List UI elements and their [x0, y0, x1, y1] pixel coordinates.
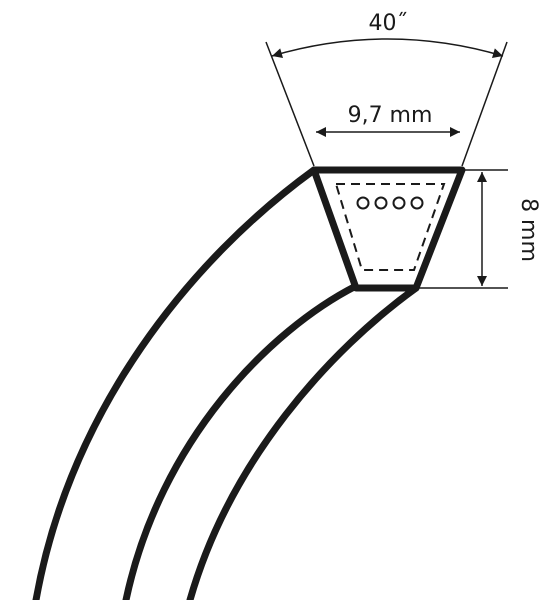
- belt-outer-edge: [32, 166, 318, 600]
- belt-inner-edge-right: [186, 284, 420, 600]
- top-width-label: 9,7 mm: [348, 103, 433, 128]
- cord-circle-icon: [392, 196, 406, 210]
- angle-dimension-arc: [271, 38, 504, 58]
- belt-inner-dashed-outline: [334, 183, 446, 271]
- angle-label: 40˝: [369, 11, 408, 36]
- tension-cords: [356, 196, 424, 210]
- angle-extension-right: [461, 41, 508, 167]
- angle-extension-left: [265, 41, 315, 167]
- cord-circle-icon: [356, 196, 370, 210]
- belt-inner-edge-left: [122, 282, 360, 600]
- cord-circle-icon: [410, 196, 424, 210]
- cord-circle-icon: [374, 196, 388, 210]
- height-label: 8 mm: [516, 198, 541, 262]
